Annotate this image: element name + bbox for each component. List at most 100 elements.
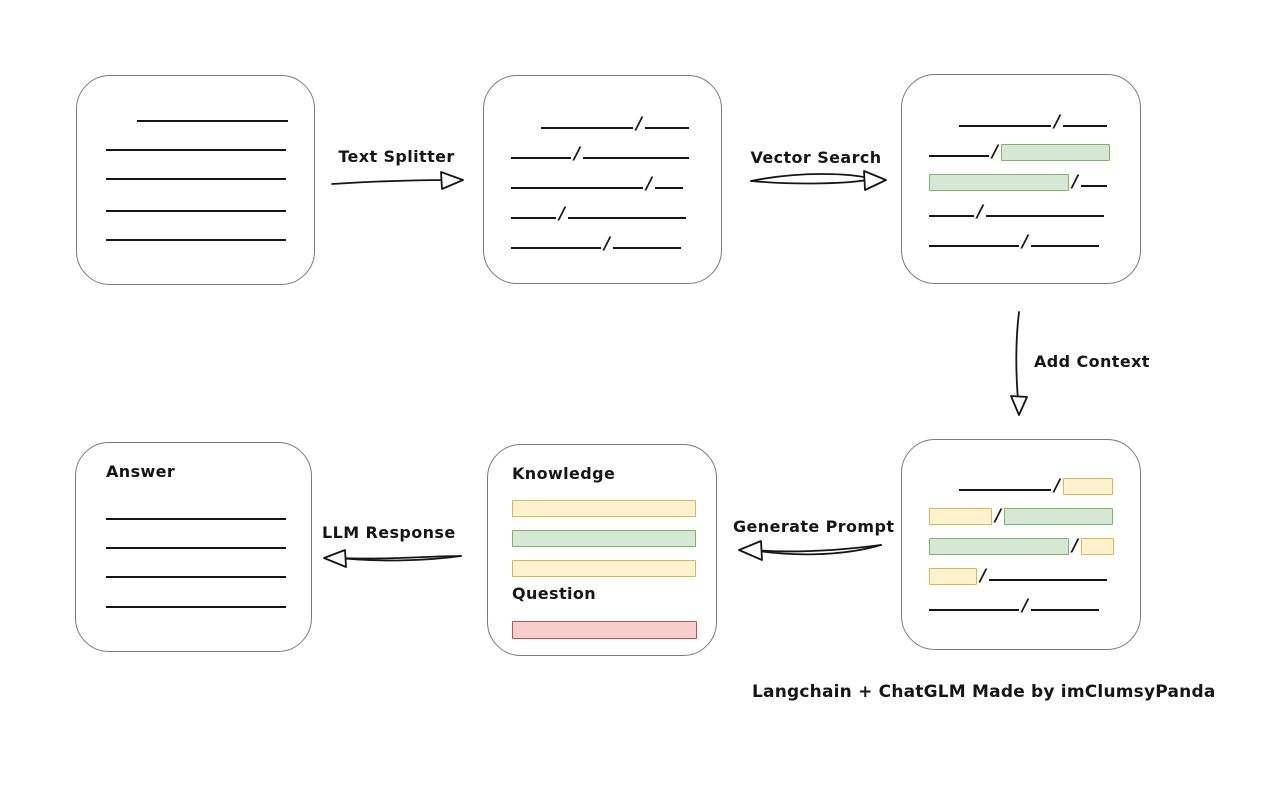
chunk-row: / bbox=[511, 189, 721, 224]
yellow-highlight-chip bbox=[929, 568, 977, 585]
slash-separator: / bbox=[559, 204, 566, 224]
text-line bbox=[106, 518, 286, 520]
llm-response-arrow bbox=[323, 549, 462, 568]
text-line bbox=[1031, 609, 1100, 611]
chunk-row bbox=[106, 549, 311, 578]
split-chunks-box: ///// bbox=[483, 75, 722, 284]
red-highlight-chip bbox=[512, 621, 697, 639]
text-line bbox=[1031, 245, 1100, 247]
text-line bbox=[106, 149, 286, 151]
chunk-row bbox=[512, 483, 716, 517]
yellow-highlight-chip bbox=[1063, 478, 1114, 495]
yellow-highlight-chip bbox=[512, 500, 696, 517]
green-highlight-chip bbox=[1001, 144, 1111, 161]
chunk-row: / bbox=[929, 187, 1140, 222]
slash-separator: / bbox=[604, 234, 611, 254]
chunk-row bbox=[106, 151, 314, 180]
text-line bbox=[541, 127, 633, 129]
add-context-arrow bbox=[1010, 311, 1028, 416]
text-line bbox=[929, 609, 1019, 611]
chunk-row: / bbox=[511, 99, 721, 134]
slash-separator: / bbox=[1054, 476, 1061, 496]
slash-separator: / bbox=[995, 506, 1002, 526]
chunk-row: / bbox=[929, 521, 1140, 555]
text-line bbox=[511, 187, 643, 189]
text-line bbox=[655, 187, 684, 189]
chunk-row: / bbox=[929, 551, 1140, 585]
chunk-row bbox=[512, 543, 716, 577]
document-lines bbox=[77, 76, 314, 284]
chunk-row bbox=[512, 603, 716, 639]
chunk-row: / bbox=[511, 159, 721, 193]
chunk-row: Question bbox=[512, 573, 716, 603]
indent-spacer bbox=[511, 128, 541, 129]
text-line bbox=[986, 215, 1105, 217]
chunk-row: / bbox=[511, 219, 721, 254]
text-line bbox=[511, 247, 601, 249]
text-line bbox=[613, 247, 682, 249]
chunk-row bbox=[106, 122, 314, 151]
text-line bbox=[929, 245, 1019, 247]
chunk-row: / bbox=[929, 217, 1140, 252]
slash-separator: / bbox=[1072, 172, 1079, 192]
text-line bbox=[511, 157, 571, 159]
text-line bbox=[568, 217, 687, 219]
chunk-row bbox=[106, 481, 311, 520]
vector-search-result-box: ///// bbox=[901, 74, 1141, 284]
vector-search-label: Vector Search bbox=[750, 148, 882, 167]
chunk-row bbox=[106, 180, 314, 212]
slash-separator: / bbox=[636, 114, 643, 134]
yellow-highlight-chip bbox=[1081, 538, 1115, 555]
chunk-row: / bbox=[929, 97, 1140, 131]
llm-response-label: LLM Response bbox=[322, 523, 456, 542]
text-line bbox=[106, 178, 286, 180]
chunk-row: / bbox=[929, 127, 1140, 161]
slash-separator: / bbox=[1022, 596, 1029, 616]
indent-spacer bbox=[929, 490, 959, 491]
chunk-row bbox=[106, 520, 311, 549]
chunk-row: / bbox=[929, 491, 1140, 526]
slash-separator: / bbox=[1022, 232, 1029, 252]
knowledge-heading: Knowledge bbox=[512, 463, 616, 483]
chunk-row: / bbox=[929, 581, 1140, 616]
text-line bbox=[583, 157, 690, 159]
chunk-row: Answer bbox=[106, 451, 311, 481]
green-highlight-chip bbox=[512, 530, 696, 547]
source-document-box bbox=[76, 75, 315, 285]
text-line bbox=[137, 120, 288, 122]
answer-content: Answer bbox=[76, 443, 311, 651]
chunk-row: / bbox=[511, 129, 721, 164]
context-chunk-lines: ///// bbox=[902, 440, 1140, 649]
green-highlight-chip bbox=[929, 174, 1069, 191]
text-splitter-label: Text Splitter bbox=[338, 147, 455, 166]
slash-separator: / bbox=[574, 144, 581, 164]
answer-box: Answer bbox=[75, 442, 312, 652]
slash-separator: / bbox=[977, 202, 984, 222]
text-line bbox=[1081, 185, 1108, 187]
chunk-row: / bbox=[929, 157, 1140, 192]
chunk-row bbox=[512, 513, 716, 547]
green-highlight-chip bbox=[1004, 508, 1114, 525]
matched-chunk-lines: ///// bbox=[902, 75, 1140, 283]
indent-spacer bbox=[106, 121, 137, 122]
chunk-lines: ///// bbox=[484, 76, 721, 283]
context-chunks-box: ///// bbox=[901, 439, 1141, 650]
yellow-highlight-chip bbox=[929, 508, 992, 525]
text-line bbox=[106, 576, 286, 578]
text-line bbox=[511, 217, 556, 219]
question-heading: Question bbox=[512, 583, 597, 603]
green-highlight-chip bbox=[929, 538, 1069, 555]
generate-prompt-arrow bbox=[738, 540, 882, 561]
text-line bbox=[106, 239, 286, 241]
text-line bbox=[1063, 125, 1108, 127]
add-context-label: Add Context bbox=[1034, 352, 1150, 371]
text-line bbox=[929, 215, 974, 217]
text-line bbox=[106, 606, 286, 608]
chunk-row: / bbox=[929, 461, 1140, 496]
text-line bbox=[929, 155, 989, 157]
credit-caption: Langchain + ChatGLM Made by imClumsyPand… bbox=[752, 682, 1216, 702]
